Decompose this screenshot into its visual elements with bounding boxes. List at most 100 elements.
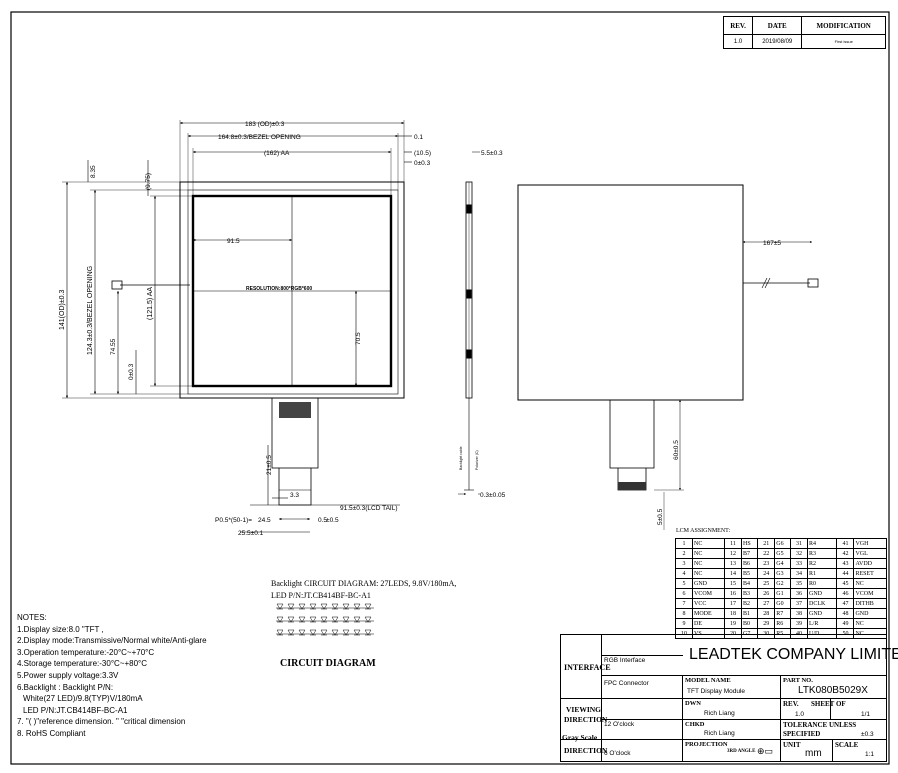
led-diode-icon	[287, 629, 295, 636]
pin-signal: R1	[806, 568, 838, 579]
lcd-tail: 91.5±0.3(LCD TAIL)	[340, 505, 398, 512]
pin-signal: VCOM	[853, 588, 887, 599]
pin-signal: R4	[806, 538, 838, 549]
dim-right-small: 0±0.3	[414, 160, 431, 167]
interface-label: INTERFACE	[564, 663, 611, 672]
pin-number: 12	[724, 548, 742, 559]
pin-signal: VGH	[853, 538, 887, 549]
pin-signal: B4	[740, 578, 759, 589]
front-view	[62, 120, 405, 506]
notes-heading: NOTES:	[17, 613, 47, 622]
pin-signal: G3	[774, 568, 791, 579]
dim-left-bottom: 0±0.3	[128, 363, 135, 380]
back-view	[517, 184, 819, 530]
led-diode-icon	[364, 616, 372, 623]
dim-top: 8.35	[90, 165, 97, 178]
rev-label: REV.	[783, 700, 799, 708]
pin-signal: NC	[853, 628, 887, 639]
pin-number: 13	[724, 558, 742, 569]
projection-symbol-icon: ⊕▭	[757, 746, 774, 756]
pin-signal: U/D	[806, 628, 838, 639]
circuit-caption-line1: Backlight CIRCUIT DIAGRAM: 27LEDS, 9.8V/…	[271, 579, 457, 588]
pin-signal: NC	[692, 538, 725, 549]
circuit-caption: Backlight CIRCUIT DIAGRAM: 27LEDS, 9.8V/…	[271, 578, 456, 602]
pin-number: 33	[790, 558, 808, 569]
model-name-label: MODEL NAME	[685, 677, 731, 684]
fpc-width-small: 3.3	[290, 492, 299, 499]
pin-signal: NC	[692, 548, 725, 559]
tolerance-value: ±0.3	[861, 731, 874, 738]
led-diode-icon	[364, 603, 372, 610]
pin-number: 4	[675, 568, 693, 579]
pin-signal: GND	[853, 608, 887, 619]
pin-signal: DCLK	[806, 598, 838, 609]
pin-signal: GND	[692, 578, 725, 589]
backlight-connector	[111, 280, 123, 290]
pin-signal: NC	[853, 618, 887, 629]
led-diode-icon	[309, 629, 317, 636]
pin-signal: G0	[774, 598, 791, 609]
pin-signal: MODE	[692, 608, 725, 619]
pin-number: 36	[790, 588, 808, 599]
led-diode-icon	[298, 629, 306, 636]
pin-signal: VGL	[853, 548, 887, 559]
pin-number: 14	[724, 568, 742, 579]
pin-number: 30	[757, 628, 776, 639]
pin-signal: L/R	[806, 618, 838, 629]
pin-signal: NC	[692, 558, 725, 569]
led-diode-icon	[287, 616, 295, 623]
pin-signal: VCC	[692, 598, 725, 609]
circuit-caption-line2: LED P/N:JT.CB414BF-BC-A1	[271, 591, 371, 600]
led-diode-icon	[320, 629, 328, 636]
led-diode-icon	[353, 603, 361, 610]
pin-signal: B0	[740, 618, 759, 629]
tolerance-label1: TOLERANCE UNLESS	[783, 721, 857, 729]
led-diode-icon	[353, 616, 361, 623]
pin-number: 3	[675, 558, 693, 569]
led-diode-icon	[276, 629, 284, 636]
gray-value: 6 O'clock	[604, 750, 631, 757]
part-no-label: PART NO.	[783, 677, 813, 684]
fpc-upper	[271, 397, 319, 469]
dim-bezel-width: 164.8±0.3/BEZEL OPENING	[218, 134, 301, 141]
pin-signal: DITHB	[853, 598, 887, 609]
pin-signal: B1	[740, 608, 759, 619]
back-bottom: 5±0.5	[657, 508, 664, 525]
pin-signal: GND	[806, 608, 838, 619]
pin-number: 49	[836, 618, 855, 629]
unit-label: UNIT	[783, 741, 801, 749]
pin-number: 42	[836, 548, 855, 559]
note-line: 8. RoHS Compliant	[17, 728, 86, 738]
pin-number: 9	[675, 618, 693, 629]
pin-number: 35	[790, 578, 808, 589]
circuit-title: CIRCUIT DIAGRAM	[280, 658, 376, 669]
rev-value: 1.0	[795, 711, 805, 718]
modification-header: MODIFICATION	[801, 16, 886, 35]
pin-signal: HS	[740, 538, 759, 549]
pin-signal: R2	[806, 558, 838, 569]
pin-number: 18	[724, 608, 742, 619]
dim-bezel-height: 124.3±0.3/BEZEL OPENING	[87, 266, 94, 355]
pin-number: 16	[724, 588, 742, 599]
interface-value2: FPC Connector	[604, 680, 649, 687]
pin-number: 43	[836, 558, 855, 569]
modification-cell: First issue	[801, 34, 886, 49]
pin-number: 21	[757, 538, 776, 549]
pin-number: 25	[757, 578, 776, 589]
pin-signal: G1	[774, 588, 791, 599]
fpc-len: 21±0.5	[266, 455, 273, 475]
pin-number: 48	[836, 608, 855, 619]
led-diode-icon	[309, 603, 317, 610]
pitch-label: P0.5*(50-1)=	[215, 517, 252, 524]
dwn-label: DWN	[685, 700, 701, 707]
led-diode-icon	[287, 603, 295, 610]
back-fpc: 60±0.5	[673, 440, 680, 460]
dim-right-gap: 0.1	[414, 134, 423, 141]
